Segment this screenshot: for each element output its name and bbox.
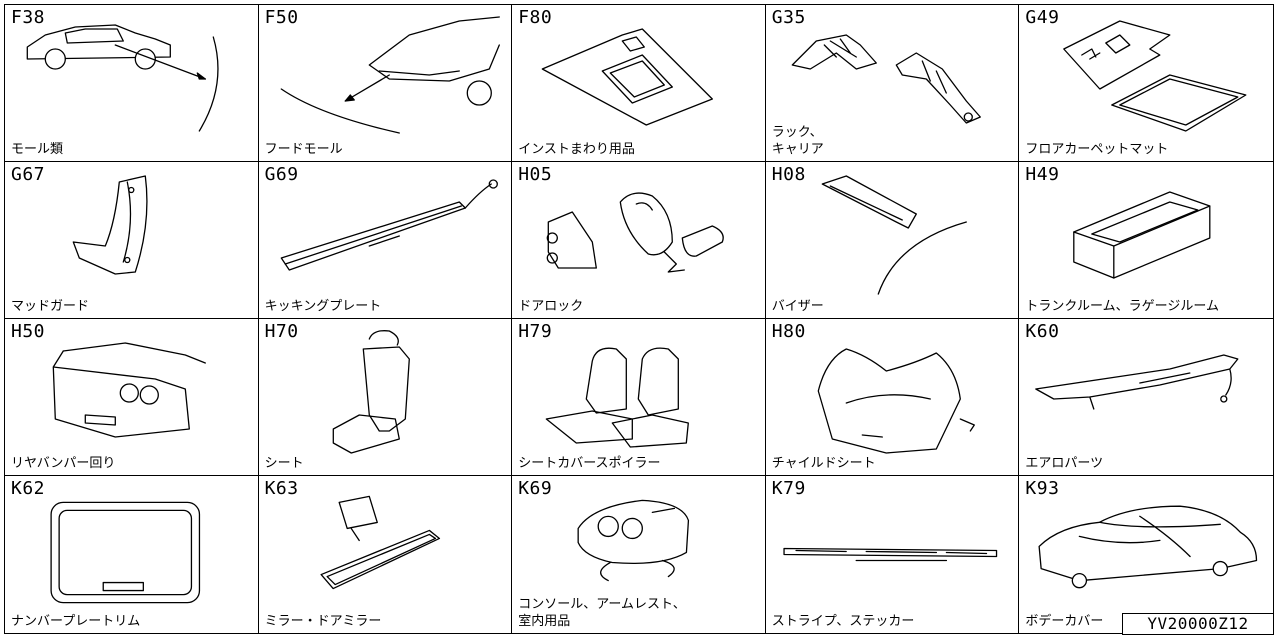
- cell-G67-mud-guard[interactable]: G67 マッドガード: [5, 162, 259, 319]
- part-label: トランクルーム、ラゲージルーム: [1025, 299, 1219, 314]
- part-label: チャイルドシート: [771, 456, 876, 471]
- part-label: ドアロック: [518, 299, 584, 314]
- part-label: リヤバンパー回り: [11, 456, 116, 471]
- part-label: インストまわり用品: [518, 142, 635, 157]
- visor-illustration: [821, 175, 967, 295]
- cell-H79-seat-cover[interactable]: H79 シートカバースポイラー: [512, 319, 766, 476]
- part-code: K62: [11, 478, 46, 499]
- part-label: コンソール、アームレスト、 室内用品: [518, 597, 686, 629]
- part-label: ミラー・ドアミラー: [264, 614, 382, 629]
- part-code: K69: [518, 478, 553, 499]
- part-code: F38: [11, 7, 46, 28]
- stripe-sticker-illustration: [783, 547, 997, 562]
- cell-H80-child-seat[interactable]: H80 チャイルドシート: [765, 319, 1020, 476]
- part-label: ボデーカバー: [1025, 614, 1104, 629]
- part-code: G69: [264, 164, 299, 185]
- part-label: ラック、 キャリア: [771, 125, 824, 157]
- cell-H49-trunk-luggage[interactable]: H49 トランクルーム、ラゲージルーム: [1019, 162, 1273, 319]
- part-code: K79: [771, 478, 806, 499]
- part-code: K63: [264, 478, 299, 499]
- car-body-cover-illustration: [1038, 505, 1258, 589]
- part-code: H08: [771, 164, 806, 185]
- part-label: モール類: [11, 142, 64, 157]
- part-code: F80: [518, 7, 553, 28]
- part-code: H05: [518, 164, 553, 185]
- part-label: シート: [264, 456, 304, 471]
- cell-K62-license-plate-rim[interactable]: K62 ナンバープレートリム: [5, 476, 259, 633]
- child-seat-illustration: [817, 348, 975, 454]
- part-label: ストライプ、ステッカー: [771, 614, 915, 629]
- door-lock-illustration: [546, 192, 725, 273]
- console-box-illustration: [577, 499, 690, 582]
- part-code: H50: [11, 321, 46, 342]
- hood-molding-illustration: [280, 16, 500, 134]
- cell-F50-hood-molding[interactable]: F50 フードモール: [258, 5, 513, 162]
- cell-K69-console-armrest[interactable]: K69 コンソール、アームレスト、 室内用品: [512, 476, 766, 633]
- part-code: H79: [518, 321, 553, 342]
- part-label: エアロパーツ: [1025, 456, 1104, 471]
- floor-mat-illustration: [1063, 20, 1247, 132]
- part-label: バイザー: [771, 299, 824, 314]
- cell-K93-body-cover[interactable]: K93 ボデーカバー: [1019, 476, 1273, 633]
- part-code: G67: [11, 164, 46, 185]
- part-code: H80: [771, 321, 806, 342]
- cell-K79-stripe-sticker[interactable]: K79 ストライプ、ステッカー: [766, 476, 1020, 633]
- rear-view-mirror-illustration: [320, 495, 440, 590]
- rear-spoiler-illustration: [1035, 354, 1239, 410]
- cell-H05-door-lock[interactable]: H05 ドアロック: [512, 162, 766, 319]
- cell-K63-mirror[interactable]: K63 ミラー・ドアミラー: [259, 476, 513, 633]
- cell-G49-floor-mat[interactable]: G49 フロアカーペットマット: [1019, 5, 1273, 162]
- part-code: K60: [1025, 321, 1060, 342]
- cell-H08-visor[interactable]: H08 バイザー: [765, 162, 1020, 319]
- seat-cover-illustration: [545, 347, 690, 448]
- rear-bumper-illustration: [52, 342, 206, 438]
- part-label: キッキングプレート: [264, 299, 382, 314]
- drawing-reference-code: YV20000Z12: [1122, 613, 1274, 635]
- part-code: K93: [1025, 478, 1060, 499]
- cell-F38-moldings[interactable]: F38 モール類: [5, 5, 259, 162]
- parts-index-grid: F38 モール類 F50 フードモール F80: [4, 4, 1274, 634]
- part-label: シートカバースポイラー: [518, 456, 661, 471]
- mud-guard-illustration: [72, 175, 148, 275]
- part-label: フロアカーペットマット: [1025, 142, 1169, 157]
- cell-K60-aero-parts[interactable]: K60 エアロパーツ: [1019, 319, 1273, 476]
- part-label: マッドガード: [11, 299, 90, 314]
- cell-G69-kicking-plate[interactable]: G69 キッキングプレート: [258, 162, 513, 319]
- part-code: H49: [1025, 164, 1060, 185]
- plate-rim-illustration: [50, 501, 201, 604]
- part-code: G35: [771, 7, 806, 28]
- cell-H70-seat[interactable]: H70 シート: [258, 319, 513, 476]
- car-molding-illustration: [26, 24, 219, 132]
- part-label: ナンバープレートリム: [11, 614, 141, 629]
- part-code: H70: [264, 321, 299, 342]
- cell-H50-rear-bumper[interactable]: H50 リヤバンパー回り: [5, 319, 259, 476]
- cell-G35-rack-carrier[interactable]: G35 ラック、 キャリア: [765, 5, 1020, 162]
- seat-illustration: [332, 330, 410, 454]
- kicking-plate-illustration: [280, 179, 498, 271]
- cell-F80-instrument-items[interactable]: F80 インストまわり用品: [512, 5, 766, 162]
- instrument-panel-illustration: [541, 28, 714, 126]
- part-code: G49: [1025, 7, 1060, 28]
- part-code: F50: [264, 7, 299, 28]
- part-label: フードモール: [264, 142, 343, 157]
- trunk-box-illustration: [1073, 191, 1211, 279]
- roof-rack-illustration: [791, 34, 981, 124]
